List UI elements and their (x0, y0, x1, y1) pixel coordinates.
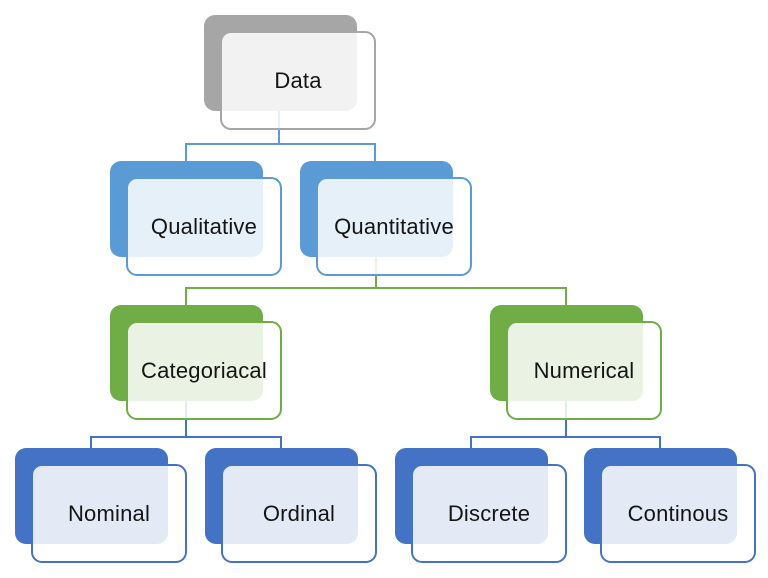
node-data-label: Data (274, 67, 322, 93)
node-qualitative: Qualitative (110, 161, 283, 277)
node-quantitative-label: Quantitative (334, 213, 454, 239)
node-ordinal-label: Ordinal (262, 500, 336, 526)
node-data-front-panel: Data (220, 31, 376, 130)
connector-data-to-qualitative (185, 143, 187, 163)
connector-categoriacal-bar (90, 436, 282, 438)
node-discrete-label: Discrete (447, 500, 531, 526)
connector-numerical-to-continous (659, 436, 661, 450)
connector-quantitative-bar (185, 287, 567, 289)
node-continous-label: Continous (627, 500, 729, 526)
node-continous: Continous (584, 448, 757, 564)
connector-categoriacal-to-nominal (90, 436, 92, 450)
node-continous-front-panel: Continous (600, 464, 756, 563)
node-quantitative-front-panel: Quantitative (316, 177, 472, 276)
node-ordinal: Ordinal (205, 448, 378, 564)
connector-data-bar (185, 143, 376, 145)
connector-data-to-quantitative (374, 143, 376, 163)
connector-quantitative-to-numerical (565, 287, 567, 307)
connector-numerical-bar (470, 436, 661, 438)
node-data: Data (204, 15, 377, 131)
connector-numerical-to-discrete (470, 436, 472, 450)
node-categoriacal: Categoriacal (110, 305, 283, 421)
node-nominal-front-panel: Nominal (31, 464, 187, 563)
node-ordinal-front-panel: Ordinal (221, 464, 377, 563)
node-categoriacal-label: Categoriacal (141, 357, 267, 383)
node-discrete: Discrete (395, 448, 568, 564)
node-nominal-label: Nominal (67, 500, 151, 526)
node-discrete-front-panel: Discrete (411, 464, 567, 563)
connector-quantitative-to-categoriacal (185, 287, 187, 307)
node-nominal: Nominal (15, 448, 188, 564)
node-numerical: Numerical (490, 305, 663, 421)
node-categoriacal-front-panel: Categoriacal (126, 321, 282, 420)
node-qualitative-front-panel: Qualitative (126, 177, 282, 276)
node-numerical-label: Numerical (533, 357, 635, 383)
node-numerical-front-panel: Numerical (506, 321, 662, 420)
connector-categoriacal-to-ordinal (280, 436, 282, 450)
node-qualitative-label: Qualitative (150, 213, 258, 239)
node-quantitative: Quantitative (300, 161, 473, 277)
